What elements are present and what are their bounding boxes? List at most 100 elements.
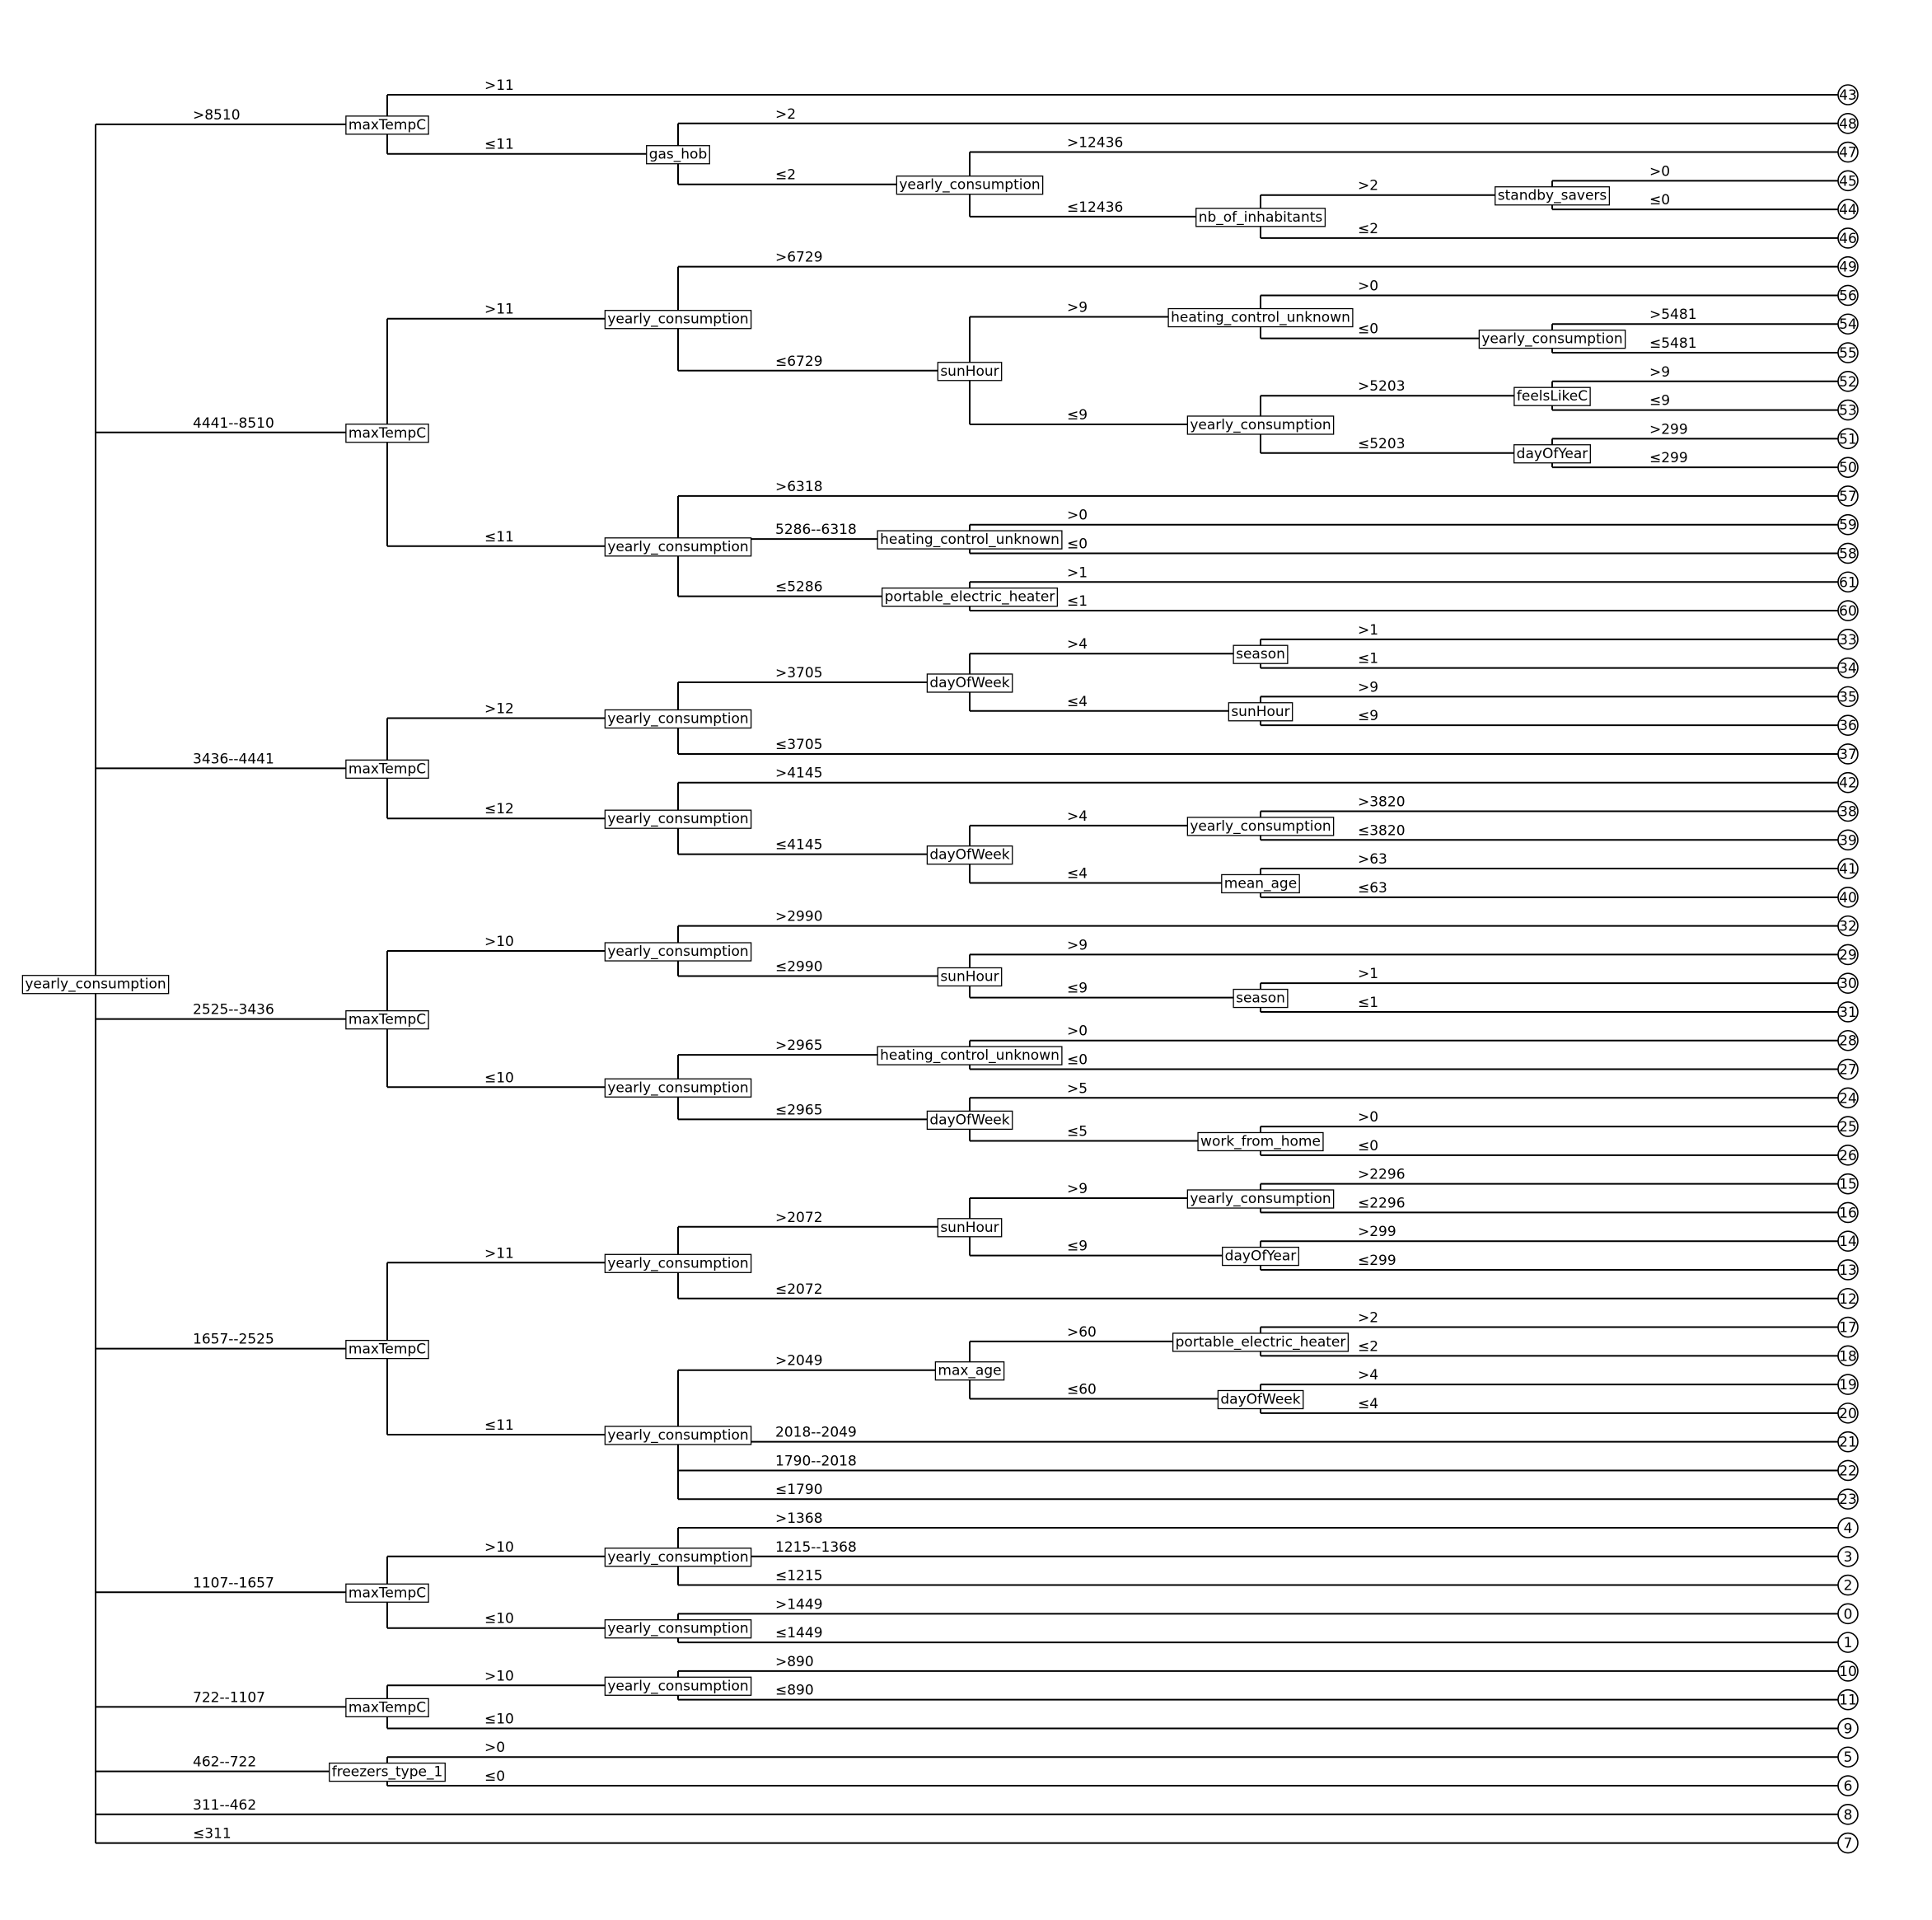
split-node-label: yearly_consumption bbox=[607, 311, 748, 328]
leaf-node: 18 bbox=[1837, 1345, 1859, 1367]
leaf-circle bbox=[1837, 972, 1859, 994]
edge-label: ≤2965 bbox=[775, 1102, 823, 1118]
split-node-box bbox=[926, 845, 1013, 865]
leaf-circle bbox=[1837, 542, 1859, 564]
leaf-circle bbox=[1837, 84, 1859, 105]
leaf-label: 9 bbox=[1844, 1721, 1853, 1737]
split-node-label: yearly_consumption bbox=[607, 811, 748, 827]
split-node-label: yearly_consumption bbox=[607, 1079, 748, 1096]
tree-edge-labels: >8510>11≤11>2≤2>12436≤12436>2>0≤0≤24441-… bbox=[193, 77, 1697, 1843]
edge-label: ≤1 bbox=[1358, 651, 1378, 667]
split-node: sunHour bbox=[937, 362, 1003, 382]
split-node: yearly_consumption bbox=[896, 176, 1044, 195]
leaf-node: 55 bbox=[1837, 342, 1859, 363]
split-node-box bbox=[937, 362, 1003, 382]
leaf-label: 13 bbox=[1839, 1262, 1857, 1279]
leaf-node: 15 bbox=[1837, 1173, 1859, 1195]
split-node: mean_age bbox=[1221, 873, 1300, 894]
leaf-label: 54 bbox=[1839, 316, 1857, 333]
split-node-label: freezers_type_1 bbox=[332, 1764, 443, 1781]
split-node-label: standby_savers bbox=[1498, 188, 1607, 204]
split-node-label: yearly_consumption bbox=[607, 1427, 748, 1444]
edge-label: >3705 bbox=[775, 665, 823, 681]
leaf-node: 3 bbox=[1837, 1545, 1859, 1567]
split-node: yearly_consumption bbox=[604, 1619, 752, 1639]
leaf-node: 12 bbox=[1837, 1287, 1859, 1309]
leaf-node: 29 bbox=[1837, 944, 1859, 966]
split-node-box bbox=[881, 588, 1059, 607]
split-node-label: nb_of_inhabitants bbox=[1199, 209, 1323, 226]
split-node-box bbox=[1217, 1389, 1304, 1410]
edge-label: >10 bbox=[484, 934, 514, 950]
edge-label: ≤0 bbox=[1358, 321, 1378, 338]
split-node-box bbox=[604, 1676, 752, 1696]
edge-label: ≤1 bbox=[1067, 593, 1088, 610]
leaf-circle bbox=[1837, 1603, 1859, 1625]
leaf-label: 27 bbox=[1839, 1062, 1857, 1079]
leaf-label: 30 bbox=[1839, 976, 1857, 992]
split-node-label: yearly_consumption bbox=[1190, 1191, 1331, 1207]
leaf-circle bbox=[1837, 1660, 1859, 1682]
edge-label: ≤10 bbox=[484, 1711, 514, 1727]
split-node-label: gas_hob bbox=[649, 147, 708, 163]
leaf-node: 6 bbox=[1837, 1775, 1859, 1796]
edge-label: 5286--6318 bbox=[775, 522, 857, 538]
leaf-circle bbox=[1837, 170, 1859, 192]
split-node: yearly_consumption bbox=[1478, 329, 1626, 349]
split-node-label: yearly_consumption bbox=[607, 1549, 748, 1566]
leaf-label: 43 bbox=[1839, 87, 1857, 104]
leaf-circle bbox=[1837, 1488, 1859, 1510]
leaf-node: 53 bbox=[1837, 399, 1859, 421]
edge-label: ≤5286 bbox=[775, 579, 823, 596]
edge-label: ≤12 bbox=[484, 801, 514, 817]
split-node-box bbox=[937, 967, 1003, 987]
edge-label: ≤0 bbox=[1358, 1138, 1378, 1154]
edge-label: ≤9 bbox=[1067, 407, 1088, 424]
split-node-label: feelsLikeC bbox=[1517, 388, 1588, 405]
split-node-box bbox=[1186, 1189, 1335, 1209]
edge-label: >3820 bbox=[1358, 794, 1406, 811]
split-node-label: yearly_consumption bbox=[607, 1255, 748, 1271]
edge-label: >5 bbox=[1067, 1080, 1088, 1097]
split-node: yearly_consumption bbox=[604, 809, 752, 829]
edge-label: ≤5203 bbox=[1358, 436, 1406, 452]
split-node: heating_control_unknown bbox=[877, 1046, 1063, 1065]
leaf-label: 56 bbox=[1839, 288, 1857, 304]
split-node-box bbox=[1513, 444, 1591, 464]
leaf-circle bbox=[1837, 1029, 1859, 1051]
split-node-label: yearly_consumption bbox=[607, 944, 748, 960]
leaf-node: 50 bbox=[1837, 457, 1859, 478]
split-node: dayOfWeek bbox=[926, 1110, 1013, 1131]
split-node-box bbox=[1222, 1246, 1299, 1267]
leaf-label: 21 bbox=[1839, 1435, 1857, 1451]
leaf-node: 20 bbox=[1837, 1403, 1859, 1424]
edge-label: >0 bbox=[1649, 163, 1670, 180]
leaf-label: 36 bbox=[1839, 718, 1857, 734]
split-node-label: yearly_consumption bbox=[899, 177, 1040, 194]
split-node: yearly_consumption bbox=[604, 1253, 752, 1273]
split-node-label: heating_control_unknown bbox=[1171, 310, 1350, 326]
leaf-circle bbox=[1837, 1116, 1859, 1137]
edge-label: ≤5 bbox=[1067, 1123, 1088, 1140]
split-node-box bbox=[604, 1426, 752, 1445]
edge-label: ≤9 bbox=[1067, 981, 1088, 997]
leaf-circle bbox=[1837, 1345, 1859, 1367]
leaf-label: 57 bbox=[1839, 489, 1857, 505]
leaf-circle bbox=[1837, 342, 1859, 363]
split-node-label: sunHour bbox=[940, 968, 999, 985]
split-node-box bbox=[1513, 386, 1591, 406]
split-node-box bbox=[877, 530, 1063, 550]
edge-label: ≤60 bbox=[1067, 1381, 1097, 1398]
leaf-node: 61 bbox=[1837, 571, 1859, 593]
edge-label: ≤5481 bbox=[1649, 335, 1697, 352]
leaf-circle bbox=[1837, 686, 1859, 708]
leaf-circle bbox=[1837, 1201, 1859, 1224]
edge-label: >6318 bbox=[775, 479, 823, 495]
split-node-box bbox=[1233, 644, 1289, 664]
edge-label: 722--1107 bbox=[193, 1689, 265, 1706]
split-node-label: portable_electric_heater bbox=[1176, 1334, 1346, 1351]
leaf-label: 53 bbox=[1839, 403, 1857, 419]
leaf-node: 51 bbox=[1837, 428, 1859, 450]
edge-label: >299 bbox=[1649, 421, 1688, 438]
edge-label: >1449 bbox=[775, 1596, 823, 1613]
